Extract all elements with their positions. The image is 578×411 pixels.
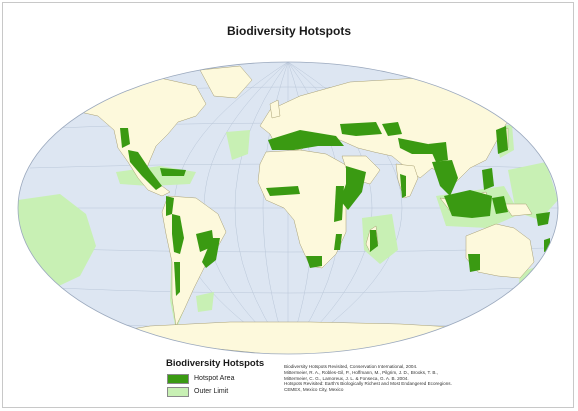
hotspot-maputaland xyxy=(334,234,342,250)
hotspot-tumbes-choco xyxy=(166,196,174,216)
citation-line: Hotspots Revisited: Earth's Biologically… xyxy=(284,381,452,387)
hotspot-mesoamerica xyxy=(128,150,162,190)
hotspot-guinean-forests xyxy=(266,186,300,196)
legend-swatch-hotspot xyxy=(167,374,189,384)
hotspot-eastern-afromontane xyxy=(334,186,344,222)
hotspot-cape-floristic xyxy=(306,256,322,268)
hotspot-atlantic-forest xyxy=(202,238,220,268)
legend-title: Biodiversity Hotspots xyxy=(166,358,265,369)
globe-outline xyxy=(17,61,559,355)
hotspot-areas xyxy=(120,122,550,296)
citation-line: CEMEX, Mexico City, Mexico xyxy=(284,387,344,393)
hotspot-tropical-andes xyxy=(172,214,184,254)
hotspot-east-melanesia xyxy=(536,212,550,226)
hotspot-mediterranean xyxy=(268,130,344,150)
hotspot-philippines xyxy=(482,168,494,190)
citation-line: Biodiversity Hotspots Revisited, Conserv… xyxy=(284,364,418,369)
hotspot-himalaya xyxy=(398,138,434,154)
hotspot-central-asia xyxy=(382,122,402,136)
outer-limit-hawaii xyxy=(18,132,36,150)
outer-limit-south-atlantic xyxy=(196,292,214,312)
hotspot-mountains-sw-china xyxy=(428,142,448,162)
hotspot-new-zealand xyxy=(530,276,540,296)
new-zealand xyxy=(529,275,541,297)
hotspot-wallacea xyxy=(492,196,508,214)
hotspot-california xyxy=(120,128,130,148)
hotspot-sw-australia xyxy=(468,254,480,272)
uk xyxy=(269,99,281,119)
hotspot-japan xyxy=(496,126,508,154)
citation-line: Mittermeier, R. A., Robles-Gil, P., Hoff… xyxy=(284,369,438,375)
legend-label-outer-limit: Outer Limit xyxy=(194,388,229,395)
outer-limit-madagascar xyxy=(362,214,398,264)
hotspot-caucasus-iran xyxy=(340,122,382,136)
outer-limit-atlantic xyxy=(226,130,250,160)
legend-label-hotspot: Hotspot Area xyxy=(194,375,235,382)
hotspot-western-ghats xyxy=(400,174,406,198)
citation: Biodiversity Hotspots Revisited, Conserv… xyxy=(284,364,569,393)
antarctica xyxy=(89,321,511,354)
hotspot-madagascar xyxy=(370,230,378,252)
africa xyxy=(257,149,361,269)
hotspot-horn-of-africa xyxy=(340,166,366,210)
greenland xyxy=(199,65,253,99)
citation-line: Mittermeier, C. G., Lamoreux, J. L. & Fo… xyxy=(284,375,409,381)
hotspot-indo-burma xyxy=(432,160,458,196)
hotspot-sundaland xyxy=(444,190,492,218)
hotspot-chilean-winter-rainfall xyxy=(174,262,180,296)
hotspot-caribbean xyxy=(160,168,186,176)
map-title: Biodiversity Hotspots xyxy=(226,24,352,38)
new-guinea xyxy=(503,203,533,217)
legend-swatch-outer-limit xyxy=(167,387,189,397)
